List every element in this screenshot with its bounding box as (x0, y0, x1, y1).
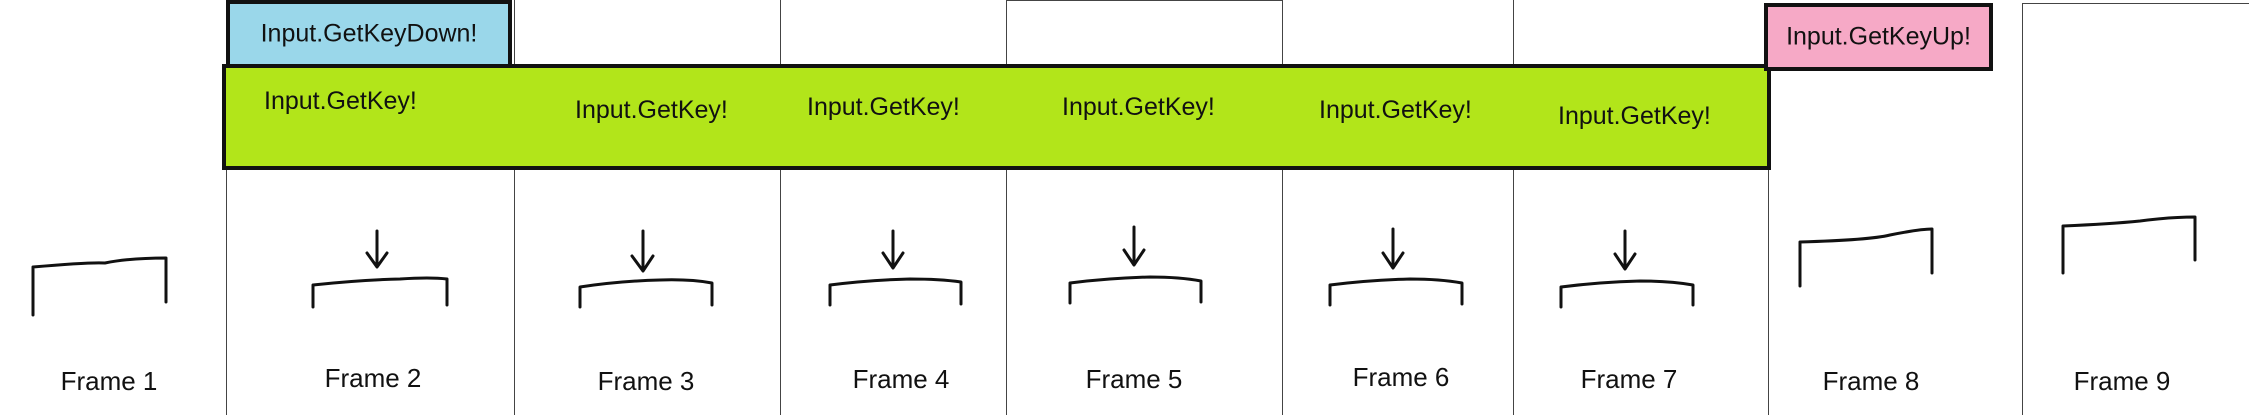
frame-top-border (1006, 0, 1282, 1)
frame-label: Frame 1 (60, 366, 158, 396)
frame-label: Frame 8 (1822, 366, 1920, 396)
down-arrow-icon (1381, 227, 1405, 270)
pressed-key-sketch-icon (1328, 277, 1464, 307)
get-key-band (222, 64, 1771, 170)
frame-divider (226, 0, 227, 415)
frame-label: Frame 2 (324, 363, 422, 393)
released-key-sketch-icon (1798, 227, 1934, 288)
frame-divider (780, 0, 781, 415)
get-key-up-label: Input.GetKeyUp! (1786, 22, 1971, 51)
get-key-down-box: Input.GetKeyDown! (226, 0, 512, 68)
frame-label: Frame 6 (1352, 362, 1450, 392)
frame-label: Frame 9 (2073, 366, 2171, 396)
down-arrow-icon (881, 229, 905, 270)
pressed-key-sketch-icon (578, 278, 714, 309)
down-arrow-icon (630, 229, 655, 273)
pressed-key-sketch-icon (1068, 275, 1203, 305)
get-key-label: Input.GetKey! (1062, 93, 1215, 121)
frame-divider (2022, 3, 2023, 415)
frame-label: Frame 3 (597, 366, 695, 396)
frame-top-border (2022, 3, 2249, 4)
released-key-sketch-icon (2061, 215, 2197, 275)
frame-divider (514, 0, 515, 415)
frame-label: Frame 7 (1580, 364, 1678, 394)
get-key-label: Input.GetKey! (1558, 102, 1711, 130)
pressed-key-sketch-icon (311, 276, 449, 309)
get-key-label: Input.GetKey! (575, 96, 728, 124)
get-key-label: Input.GetKey! (807, 93, 960, 121)
frame-label: Frame 5 (1085, 364, 1183, 394)
get-key-up-box: Input.GetKeyUp! (1764, 3, 1993, 71)
released-key-sketch-icon (31, 256, 168, 317)
get-key-label: Input.GetKey! (1319, 96, 1472, 124)
pressed-key-sketch-icon (828, 277, 963, 307)
get-key-down-label: Input.GetKeyDown! (260, 19, 478, 48)
get-key-label: Input.GetKey! (264, 87, 417, 115)
frame-divider (1768, 70, 1769, 415)
frame-divider (1006, 0, 1007, 415)
pressed-key-sketch-icon (1559, 279, 1695, 309)
down-arrow-icon (1613, 229, 1637, 271)
frame-label: Frame 4 (852, 364, 950, 394)
down-arrow-icon (1122, 225, 1146, 267)
down-arrow-icon (365, 229, 389, 269)
frame-divider (1513, 0, 1514, 415)
frame-divider (1282, 0, 1283, 415)
